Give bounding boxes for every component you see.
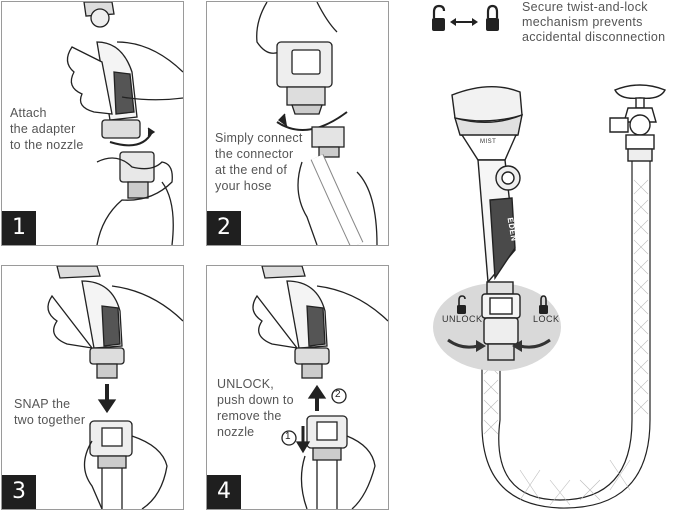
step-panel-2: Simply connect the connector at the end … — [206, 1, 389, 246]
caption-line: Attach — [10, 106, 47, 120]
caption-line: two together — [14, 413, 86, 427]
step-number-3: 3 — [2, 475, 36, 509]
step-2-caption: Simply connect the connector at the end … — [215, 130, 303, 194]
lock-label: LOCK — [533, 314, 560, 324]
caption-line: your hose — [215, 179, 272, 193]
caption-line: nozzle — [217, 425, 255, 439]
note-line: Secure twist-and-lock — [522, 0, 648, 14]
step-number-2: 2 — [207, 211, 241, 245]
caption-line: push down to — [217, 393, 294, 407]
step-1-caption: Attach the adapter to the nozzle — [10, 105, 83, 153]
note-line: mechanism prevents — [522, 15, 643, 29]
step-panel-3: SNAP the two together 3 — [1, 265, 184, 510]
caption-line: SNAP the — [14, 397, 71, 411]
step-panel-1: Attach the adapter to the nozzle 1 — [1, 1, 184, 246]
caption-line: the adapter — [10, 122, 76, 136]
marker-1: 1 — [285, 431, 291, 442]
unlock-label: UNLOCK — [442, 314, 483, 324]
caption-line: Simply connect — [215, 131, 303, 145]
locked-padlock-icon — [486, 4, 499, 31]
illustration-connect-connector — [256, 2, 378, 245]
step-3-caption: SNAP the two together — [14, 396, 85, 428]
marker-2: 2 — [335, 389, 341, 400]
mist-label: MIST — [480, 139, 497, 145]
twist-lock-note: Secure twist-and-lock mechanism prevents… — [522, 0, 665, 45]
step-number-4: 4 — [207, 475, 241, 509]
illustration-unlock-remove — [252, 266, 388, 509]
caption-line: UNLOCK, — [217, 377, 274, 391]
caption-line: the connector — [215, 147, 294, 161]
caption-line: to the nozzle — [10, 138, 84, 152]
caption-line: at the end of — [215, 163, 288, 177]
step-number-1: 1 — [2, 211, 36, 245]
note-line: accidental disconnection — [522, 30, 666, 44]
caption-line: remove the — [217, 409, 282, 423]
double-arrow-icon — [450, 18, 478, 26]
illustration-attach-adapter — [66, 2, 183, 245]
unlocked-padlock-icon — [432, 4, 446, 31]
illustration-snap-together — [47, 266, 183, 509]
step-panel-4: 1 2 UNLOCK, push down to remove the nozz… — [206, 265, 389, 510]
step-4-caption: UNLOCK, push down to remove the nozzle — [217, 376, 294, 440]
